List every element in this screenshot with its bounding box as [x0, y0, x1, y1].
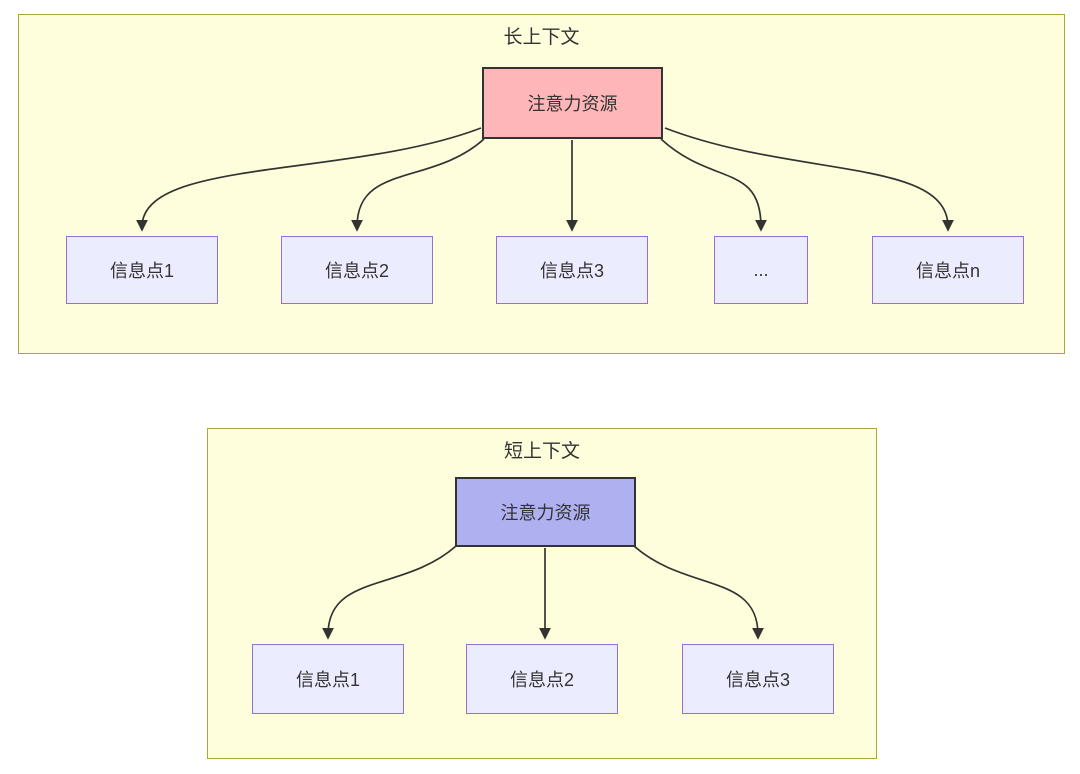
short-info-point-1: 信息点1	[252, 644, 404, 714]
long-info-point-1: 信息点1	[66, 236, 218, 304]
long-info-point-ellipsis: ...	[714, 236, 808, 304]
long-context-title: 长上下文	[503, 27, 580, 48]
long-info-point-3: 信息点3	[496, 236, 648, 304]
short-attention-box: 注意力资源	[455, 477, 636, 547]
long-info-point-2: 信息点2	[281, 236, 433, 304]
long-attention-box: 注意力资源	[482, 67, 663, 139]
short-context-title: 短上下文	[503, 441, 580, 462]
short-info-point-2: 信息点2	[466, 644, 618, 714]
short-info-point-3: 信息点3	[682, 644, 834, 714]
long-info-point-n: 信息点n	[872, 236, 1024, 304]
